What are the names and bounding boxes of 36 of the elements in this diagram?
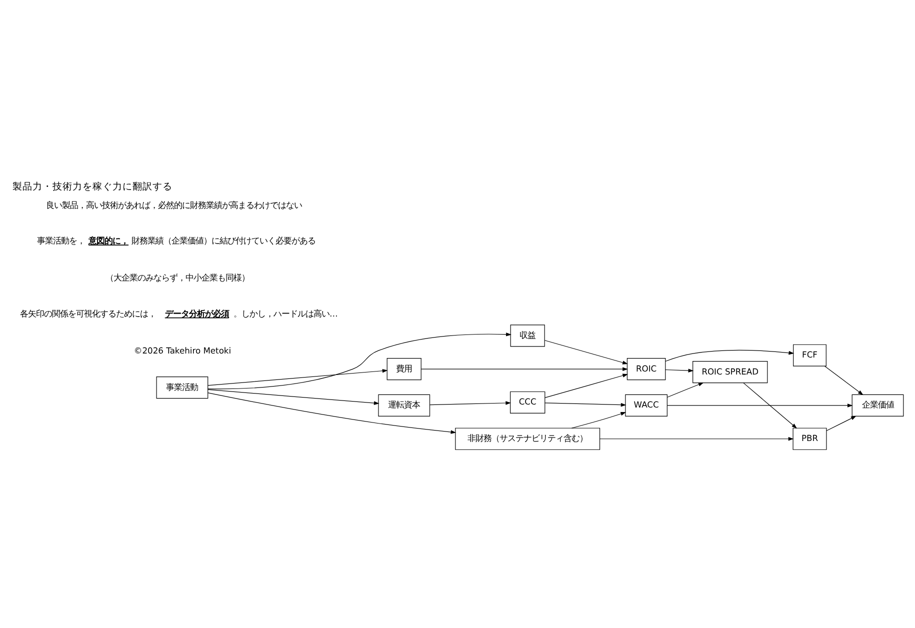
node-box: 運転資本 xyxy=(378,394,430,416)
arrow xyxy=(208,388,380,404)
arrow xyxy=(544,373,628,398)
node-box: 事業活動 xyxy=(156,376,208,398)
arrow xyxy=(665,349,794,362)
arrow xyxy=(826,415,856,431)
arrow xyxy=(665,368,694,372)
label: 各矢印の関係を可視化するためには，データ分析が必須。しかし，ハードルは高い… xyxy=(20,308,338,318)
diagram-title: 製品力・技術力を稼ぐ力に翻訳する xyxy=(12,180,173,192)
arrow xyxy=(430,400,512,405)
arrow xyxy=(667,382,704,398)
node-box: ROIC SPREAD xyxy=(692,360,768,383)
arrow xyxy=(544,340,628,364)
arrow xyxy=(420,366,628,370)
label: ©2026 Takehiro Metoki xyxy=(134,344,232,355)
arrow xyxy=(600,436,794,440)
arrow xyxy=(208,368,388,386)
node-box: 費用 xyxy=(386,358,422,380)
arrow xyxy=(208,392,456,434)
arrow xyxy=(544,402,626,406)
node-box: CCC xyxy=(510,390,546,414)
node-box: WACC xyxy=(625,394,668,416)
node-box: PBR xyxy=(792,427,827,450)
label: 事業活動を，意図的に，財務業績（企業価値）に結び付けていく必要がある xyxy=(37,235,316,246)
node-box: ROIC xyxy=(626,358,666,380)
label: 良い製品，高い技術があれば，必然的に財務業績が高まるわけではない xyxy=(46,199,302,210)
node-box: FCF xyxy=(793,344,826,366)
arrow xyxy=(571,412,626,428)
arrow xyxy=(743,382,798,428)
node-box: 企業価値 xyxy=(852,394,904,416)
arrow xyxy=(824,365,864,395)
node-box: 収益 xyxy=(510,324,545,346)
arrow xyxy=(208,332,512,389)
node-box: 非財務（サステナビリティ含む） xyxy=(455,427,600,450)
label: （大企業のみならず，中小企業も同様） xyxy=(106,272,250,282)
arrow xyxy=(667,403,853,407)
